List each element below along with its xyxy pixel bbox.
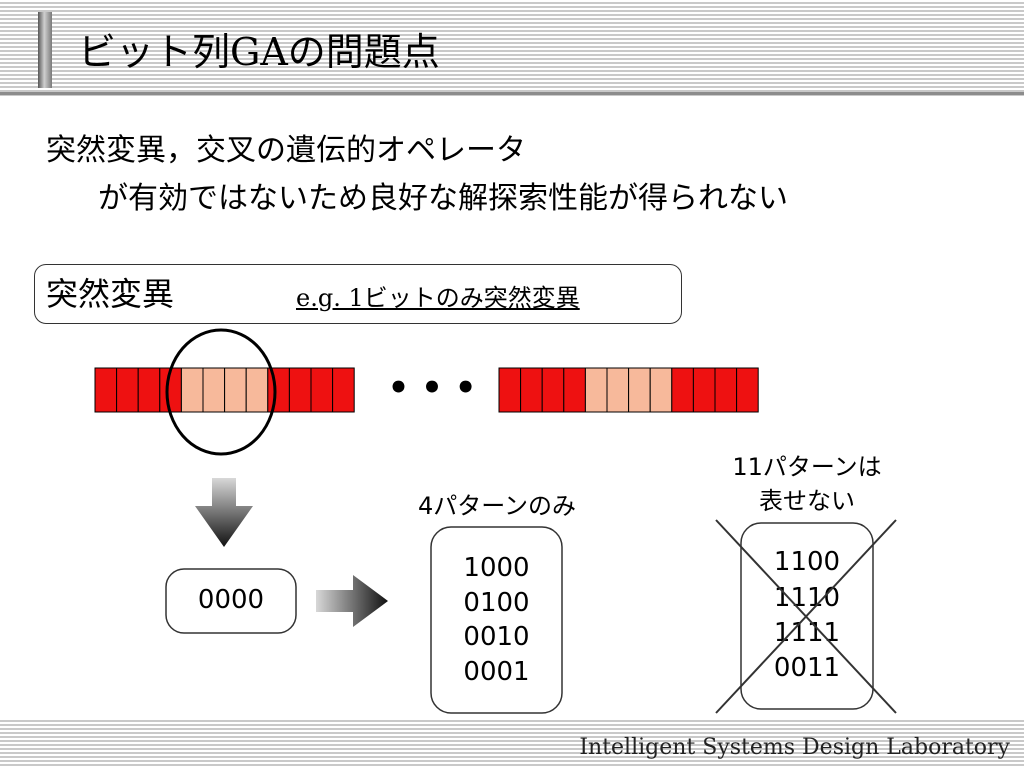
bit-cell-highlighted [649,367,673,413]
title-accent-bar [38,12,52,88]
title-underline [0,92,1024,95]
bit-cell [159,367,182,413]
footer-lab-name: Intelligent Systems Design Laboratory [579,735,1010,760]
start-value-box [165,568,297,634]
reachable-pattern-1: 1000 [463,553,530,583]
bit-cell-highlighted [202,367,226,413]
bit-cell [520,367,543,413]
bit-cell [541,367,565,413]
bit-cell [94,367,118,413]
unreachable-pattern-3: 1111 [773,618,841,648]
bit-cell-highlighted [245,367,269,413]
bit-cell [137,367,161,413]
header-band [0,0,1024,96]
bit-string-right [498,367,759,413]
mutation-label: 突然変異 [46,275,175,313]
ellipsis: • • • [388,368,477,408]
unreachable-pattern-2: 1110 [773,583,841,613]
bit-cell [332,367,355,413]
reachable-pattern-3: 0010 [463,622,530,652]
right-arrow-icon [316,575,388,627]
slide-title: ビット列GAの問題点 [78,30,440,74]
bit-cell [267,367,290,413]
bit-cell [310,367,334,413]
bit-string-left [94,367,355,413]
bit-cell [714,367,738,413]
bit-cell-highlighted [584,367,608,413]
reachable-pattern-2: 0100 [463,588,530,618]
bit-cell-highlighted [224,367,247,413]
reachable-label: 4パターンのみ [417,492,577,520]
mutation-label-box [34,264,682,324]
bit-cell [498,367,522,413]
unreachable-label-line1: 11パターンは [732,453,882,481]
bit-cell [692,367,716,413]
unreachable-label-line2: 表せない [759,487,855,515]
bit-cell [288,367,312,413]
bit-cell-highlighted [606,367,630,413]
bit-cell-highlighted [628,367,651,413]
bit-cell [736,367,759,413]
bit-cell [563,367,586,413]
lead-text-line2: が有効ではないため良好な解探索性能が得られない [98,181,788,216]
footer-band [0,718,1024,768]
start-value: 0000 [197,585,265,615]
reachable-pattern-4: 0001 [463,657,530,687]
selection-circle [165,328,277,456]
bit-cell [671,367,694,413]
unreachable-pattern-4: 0011 [773,653,841,683]
lead-text-line1: 突然変異，交叉の遺伝的オペレータ [46,133,526,168]
bit-cell [116,367,139,413]
unreachable-pattern-1: 1100 [773,547,841,577]
mutation-example: e.g. 1ビットのみ突然変異 [296,284,580,312]
bit-cell-highlighted [180,367,204,413]
reachable-patterns-box [430,526,563,714]
down-arrow-icon [195,478,253,547]
